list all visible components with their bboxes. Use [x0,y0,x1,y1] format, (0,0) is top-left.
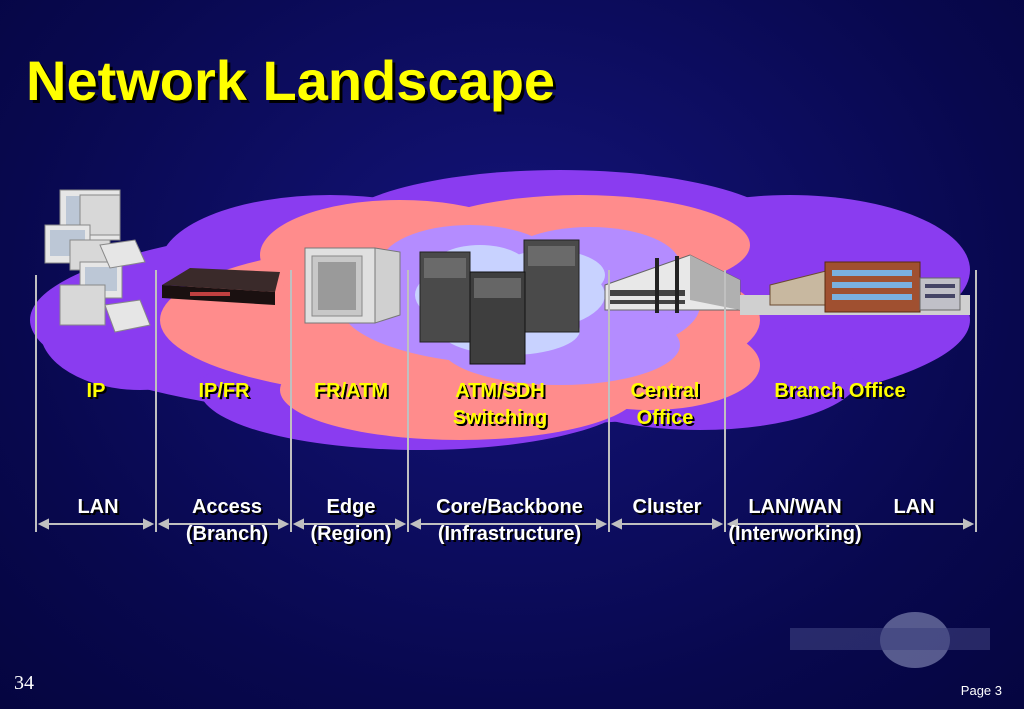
zone-label-edge: Edge(Region) [310,496,392,545]
voice-data-logo-icon [790,612,990,668]
zone-label-cluster: Cluster [632,496,702,518]
central-office-building-icon [604,254,741,313]
router-icon [162,268,280,305]
page-title: Network Landscape [26,49,556,112]
zone-label-access: Access(Branch) [185,496,269,545]
zone-dividers [35,270,977,532]
zone-arrows [37,518,975,530]
tech-label-branch-office: Branch Office [774,380,906,402]
zone-label-core-backbone: Core/Backbone(Infrastructure) [436,496,583,545]
tech-label-ip-fr: IP/FR [198,380,250,402]
tech-label-fr-atm: FR/ATM [313,380,389,402]
zone-label-lan-right: LAN [893,496,935,518]
slide-number: 34 [14,672,34,694]
tech-label-ip: IP [86,380,106,402]
page-label: Page 3 [960,683,1002,698]
switch-cabinet-icon [304,247,401,324]
zone-label-lan-wan: LAN/WAN(Interworking) [728,496,862,545]
zone-label-lan-left: LAN [77,496,119,518]
workstations-icon [44,189,151,333]
atm-switches-icon [419,239,580,365]
branch-office-buildings-icon [740,261,970,315]
